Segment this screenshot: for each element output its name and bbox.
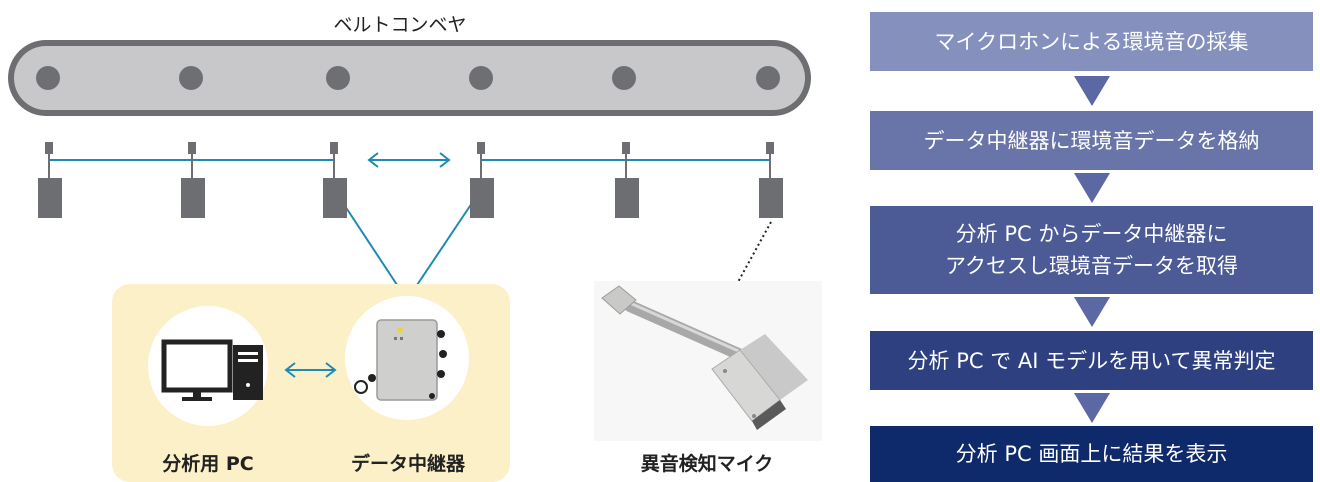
mic-unit	[615, 142, 639, 218]
belt-conveyor	[8, 40, 811, 116]
flow-step-2: データ中継器に環境音データを格納	[870, 111, 1313, 170]
pc-relay-double-arrow	[284, 362, 337, 378]
relay-illustration	[345, 296, 469, 420]
flow-arrow-down-icon	[1074, 393, 1110, 423]
roller	[469, 66, 493, 90]
roller	[36, 66, 60, 90]
mic-unit	[323, 142, 347, 218]
roller	[326, 66, 350, 90]
data-relay-label: データ中継器	[350, 453, 465, 475]
mic-unit	[38, 142, 62, 218]
roller	[179, 66, 203, 90]
network-links	[50, 159, 770, 301]
mic-photo	[594, 281, 822, 441]
wireless-double-arrow	[367, 152, 451, 168]
roller	[612, 66, 636, 90]
flow-step-4: 分析 PC で AI モデルを用いて異常判定	[870, 331, 1313, 390]
flow-arrow-down-icon	[1074, 297, 1110, 327]
mic-to-relay-line	[406, 202, 473, 301]
analysis-pc-label: 分析用 PC	[162, 453, 254, 475]
pc-illustration	[148, 306, 268, 426]
flow-step-1-text: マイクロホンによる環境音の採集	[934, 29, 1249, 54]
flow-step-3: 分析 PC からデータ中継器に アクセスし環境音データを取得	[870, 206, 1313, 294]
flow-step-5-text: 分析 PC 画面上に結果を表示	[955, 442, 1228, 466]
flow-arrow-down-icon	[1074, 76, 1110, 106]
monitor-icon	[161, 339, 233, 393]
mic-unit	[470, 142, 494, 218]
conveyor-title: ベルトコンベヤ	[333, 14, 467, 36]
microphones	[38, 142, 783, 218]
flow-step-2-text: データ中継器に環境音データを格納	[923, 128, 1260, 153]
flow-step-5: 分析 PC 画面上に結果を表示	[870, 426, 1313, 482]
roller	[756, 66, 780, 90]
relay-box-icon	[376, 319, 438, 401]
mic-unit	[181, 142, 205, 218]
flow-step-3-text-line2: アクセスし環境音データを取得	[945, 254, 1238, 278]
flow-step-3-text-line1: 分析 PC からデータ中継器に	[955, 222, 1228, 246]
mic-to-relay-line	[342, 202, 408, 301]
flow-step-4-text: 分析 PC で AI モデルを用いて異常判定	[907, 348, 1276, 373]
flow-arrow-down-icon	[1074, 173, 1110, 203]
mic-unit	[759, 142, 783, 218]
flow-step-1: マイクロホンによる環境音の採集	[870, 12, 1313, 71]
belt-inner	[14, 46, 805, 110]
mic-label: 異音検知マイク	[640, 453, 774, 475]
